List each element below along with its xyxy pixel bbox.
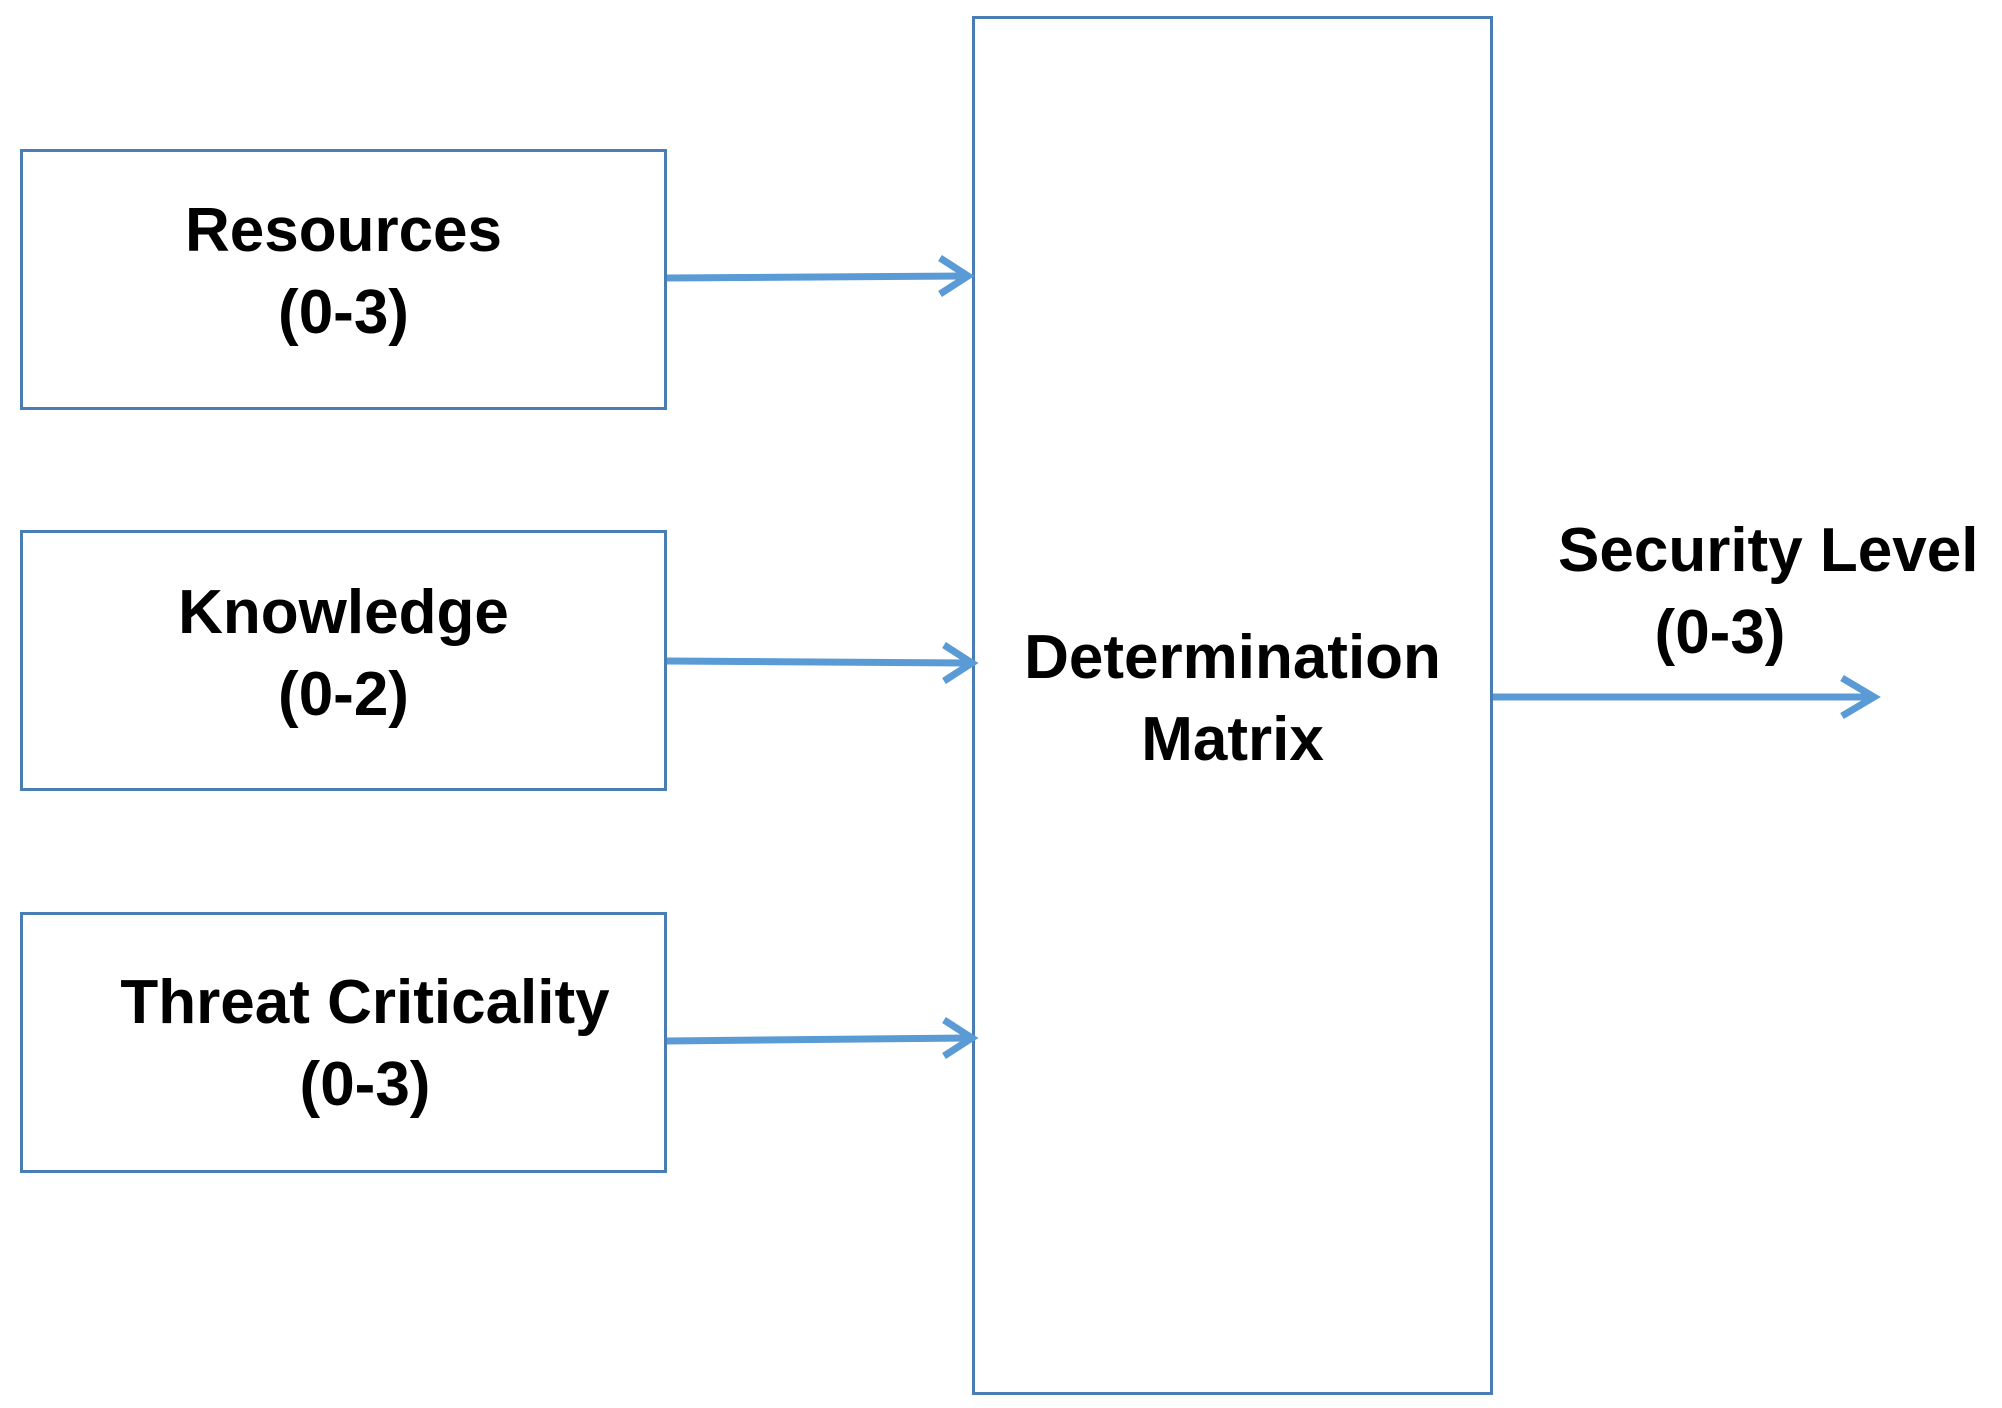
resources-name: Resources (184, 196, 503, 265)
determination-matrix-line1: Determination (1024, 623, 1441, 692)
matrix-to-security-level-arrow (1493, 674, 1881, 720)
determination-matrix-label: Determination Matrix (972, 617, 1493, 781)
resources-label: Resources (0-3) (20, 190, 667, 354)
resources-range: (0-3) (278, 278, 409, 347)
arrowhead (1840, 674, 1881, 720)
arrow-shaft (666, 272, 967, 282)
security-level-label: Security Level (0-3) (1540, 510, 2002, 674)
arrow-shaft (666, 1034, 971, 1045)
arrowhead (938, 255, 975, 297)
security-level-range: (0-3) (1654, 598, 1786, 667)
knowledge-to-matrix-arrow (666, 642, 979, 684)
resources-to-matrix-arrow (666, 255, 975, 297)
threat-criticality-name: Threat Criticality (120, 968, 610, 1037)
threat-criticality-to-matrix-arrow (666, 1017, 979, 1059)
threat-criticality-box (20, 912, 667, 1173)
arrowhead (942, 642, 979, 684)
knowledge-name: Knowledge (178, 578, 509, 647)
threat-criticality-label: Threat Criticality (0-3) (65, 962, 665, 1126)
security-level-name: Security Level (1558, 516, 1979, 585)
determination-matrix-box (972, 16, 1493, 1395)
resources-box (20, 149, 667, 410)
threat-criticality-range: (0-3) (299, 1050, 431, 1119)
arrowhead (942, 1017, 979, 1059)
determination-matrix-line2: Matrix (1141, 705, 1324, 774)
knowledge-range: (0-2) (278, 660, 409, 729)
knowledge-box (20, 530, 667, 791)
arrow-shaft (666, 657, 971, 667)
knowledge-label: Knowledge (0-2) (20, 572, 667, 736)
